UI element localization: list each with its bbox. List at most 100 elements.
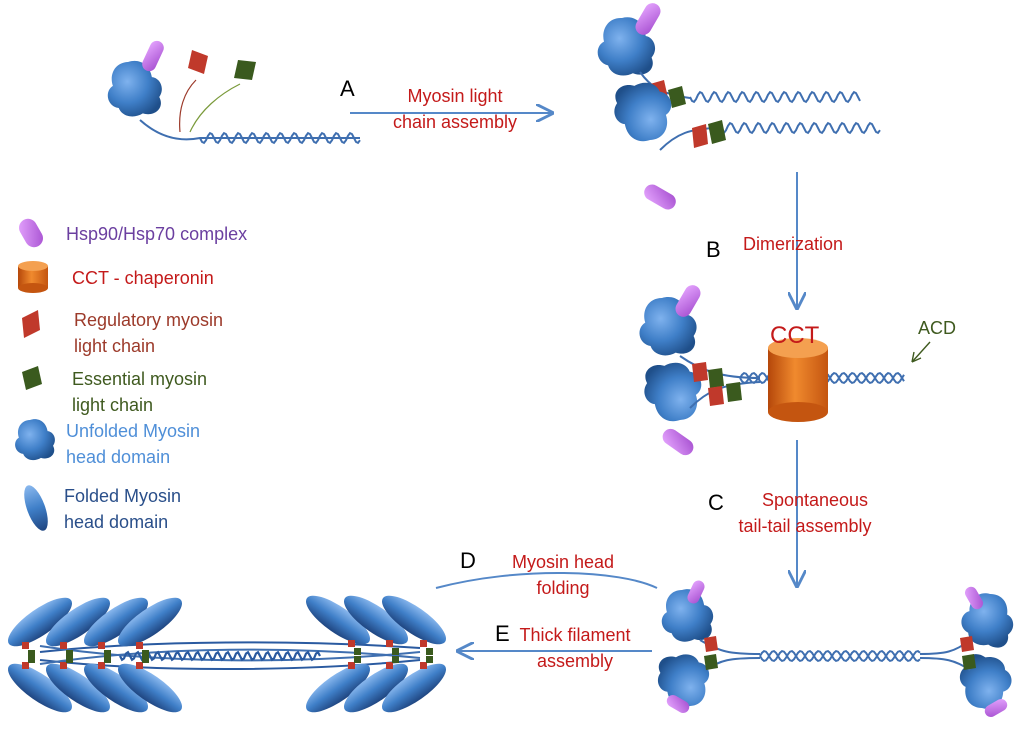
folded-myosin-head-icon	[381, 663, 447, 713]
dimer-with-cct: CCT ACD	[634, 285, 956, 456]
essential-light-chain-icon	[66, 656, 73, 663]
hsp-complex-icon	[666, 695, 690, 713]
folded-myosin-head-icon	[381, 595, 447, 645]
cct-chaperonin-icon	[768, 338, 828, 422]
regulatory-light-chain-icon	[22, 310, 40, 338]
essential-light-chain-icon	[104, 656, 111, 663]
step-a-label-line2: chain assembly	[393, 112, 517, 132]
acd-pointer-head	[911, 351, 922, 363]
essential-light-chain-icon	[726, 382, 742, 402]
folded-myosin-head-icon	[305, 595, 371, 645]
regulatory-light-chain-icon	[22, 662, 29, 669]
hsp-complex-icon	[965, 586, 983, 610]
legend: Hsp90/Hsp70 complex CCT - chaperonin Reg…	[11, 218, 247, 532]
folded-myosin-head-icon	[7, 597, 73, 647]
step-e: E Thick filament assembly	[458, 621, 652, 671]
essential-light-chain-icon	[142, 656, 149, 663]
folded-myosin-head-icon	[83, 597, 149, 647]
essential-light-chain-icon	[962, 654, 976, 670]
arc-d	[435, 572, 658, 589]
essential-light-chain-icon	[708, 368, 724, 388]
elc-binding-line	[189, 83, 241, 133]
folded-myosin-head-icon	[343, 595, 409, 645]
hsp-complex-icon	[687, 580, 705, 604]
regulatory-light-chain-icon	[188, 50, 208, 74]
regulatory-light-chain-icon	[708, 386, 724, 406]
regulatory-light-chain-icon	[348, 662, 355, 669]
legend-unfolded-line2: head domain	[66, 447, 170, 467]
hsp-complex-icon	[19, 218, 43, 248]
essential-light-chain-icon	[354, 648, 361, 655]
essential-light-chain-icon	[704, 654, 718, 670]
legend-rlc-line2: light chain	[74, 336, 155, 356]
essential-light-chain-icon	[392, 648, 399, 655]
folded-myosin-head-icon	[45, 663, 111, 713]
step-e-label-line2: assembly	[537, 651, 613, 671]
unfolded-myosin-head-icon	[11, 416, 58, 464]
step-c-label-line1: Spontaneous	[762, 490, 868, 510]
myosin-tail-coil	[719, 121, 881, 135]
legend-folded-line2: head domain	[64, 512, 168, 532]
step-a: A Myosin light chain assembly	[340, 76, 552, 132]
regulatory-light-chain-icon	[60, 662, 67, 669]
essential-light-chain-icon	[426, 648, 433, 655]
folded-myosin-head-icon	[305, 663, 371, 713]
regulatory-light-chain-icon	[136, 662, 143, 669]
legend-rlc-line1: Regulatory myosin	[74, 310, 223, 330]
essential-light-chain-icon	[66, 650, 73, 657]
cct-label: CCT	[770, 322, 820, 349]
essential-light-chain-icon	[354, 656, 361, 663]
regulatory-light-chain-icon	[960, 636, 974, 652]
legend-elc-line2: light chain	[72, 395, 153, 415]
regulatory-light-chain-icon	[348, 640, 355, 647]
regulatory-light-chain-icon	[386, 662, 393, 669]
unfolded-myosin-head-icon	[102, 56, 166, 121]
essential-light-chain-icon	[28, 656, 35, 663]
legend-hsp: Hsp90/Hsp70 complex	[66, 224, 247, 244]
coiled-coil-strand	[759, 649, 921, 663]
step-c-letter: C	[708, 490, 724, 515]
folded-myosin-head-icon	[117, 597, 183, 647]
rlc-binding-line	[179, 79, 197, 133]
step-a-label-line1: Myosin light	[407, 86, 502, 106]
myosin-tail	[139, 119, 360, 141]
regulatory-light-chain-icon	[136, 642, 143, 649]
hsp-complex-icon	[635, 3, 661, 35]
regulatory-light-chain-icon	[704, 636, 718, 652]
unfolded-myosin-head-icon	[610, 78, 677, 146]
step-c: C Spontaneous tail-tail assembly	[708, 440, 872, 586]
tail-tail-dimer	[654, 580, 1018, 717]
regulatory-light-chain-icon	[692, 362, 708, 382]
step-d: D Myosin head folding	[435, 548, 658, 598]
folded-myosin-head-icon	[45, 597, 111, 647]
regulatory-light-chain-icon	[22, 642, 29, 649]
hsp-complex-icon	[662, 428, 694, 456]
regulatory-light-chain-icon	[60, 642, 67, 649]
step-b-letter: B	[706, 237, 721, 262]
essential-light-chain-icon	[234, 60, 256, 80]
myosin-tail-coil	[689, 90, 861, 104]
essential-light-chain-icon	[708, 120, 726, 144]
step-a-letter: A	[340, 76, 355, 101]
thick-filament	[7, 595, 447, 713]
unfolded-myosin-head-icon	[657, 585, 717, 646]
acd-pointer	[911, 341, 931, 363]
legend-cct: CCT - chaperonin	[72, 268, 214, 288]
step-d-letter: D	[460, 548, 476, 573]
cct-chaperonin-icon	[18, 261, 48, 293]
hsp-complex-icon	[675, 285, 701, 317]
step-e-letter: E	[495, 621, 510, 646]
hsp-complex-icon	[142, 40, 164, 72]
step-b-label: Dimerization	[743, 234, 843, 254]
essential-light-chain-icon	[104, 650, 111, 657]
essential-light-chain-icon	[668, 86, 686, 108]
essential-light-chain-icon	[22, 366, 42, 390]
step-c-label-line2: tail-tail assembly	[738, 516, 871, 536]
essential-light-chain-icon	[392, 656, 399, 663]
hsp-complex-icon	[644, 184, 676, 210]
step-e-label-line1: Thick filament	[519, 625, 630, 645]
folded-myosin-head-icon	[117, 663, 183, 713]
unfolded-monomer	[102, 40, 361, 145]
folded-myosin-head-icon	[83, 663, 149, 713]
